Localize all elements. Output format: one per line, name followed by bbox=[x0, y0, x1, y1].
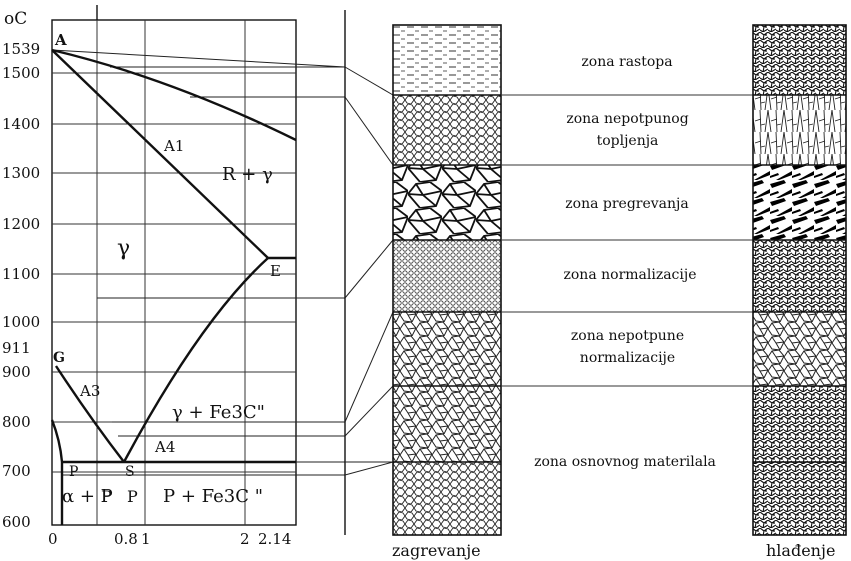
ferrite-line bbox=[50, 419, 64, 525]
zone-partial-melt-label: zona nepotpunog topljenja bbox=[566, 111, 689, 149]
y-tick-1200: 1200 bbox=[2, 215, 40, 233]
cool-zone-base-texture bbox=[753, 462, 846, 535]
diagram-grid bbox=[52, 20, 296, 525]
zone-partial-normalize-label: zona nepotpune normalizacije bbox=[570, 328, 685, 366]
x-tick-2: 2 bbox=[240, 530, 250, 548]
point-a-label: A bbox=[54, 31, 67, 49]
x-tick-0: 0 bbox=[48, 530, 58, 548]
y-tick-1300: 1300 bbox=[2, 164, 40, 182]
heat-zone-partial-melt-texture bbox=[393, 95, 501, 165]
liquid-gamma-label: R + γ bbox=[222, 164, 273, 185]
diagram-frame bbox=[51, 19, 297, 526]
phase-curves bbox=[50, 48, 297, 525]
a3-label: A3 bbox=[79, 382, 100, 400]
a3-line bbox=[54, 365, 125, 463]
point-p-label: P bbox=[69, 464, 78, 480]
point-g-label: G bbox=[53, 350, 65, 366]
zone-partial-melt-label-box: zona nepotpunog topljenja bbox=[566, 111, 689, 149]
y-tick-1000: 1000 bbox=[2, 313, 40, 331]
heat-zone-normalize-texture bbox=[393, 240, 501, 312]
y-tick-800: 800 bbox=[2, 413, 31, 431]
y-tick-700: 700 bbox=[2, 462, 31, 480]
cool-zone-overheat-texture bbox=[753, 165, 846, 240]
cool-zone-partial-normalize-texture bbox=[753, 312, 846, 386]
cooling-label: hlađenje bbox=[766, 541, 835, 560]
acm-line bbox=[122, 257, 269, 463]
x-axis-labels: 0 0.8 1 2 2.14 bbox=[48, 530, 291, 548]
heating-column: zagrevanje bbox=[392, 24, 502, 560]
zone-divider-lines bbox=[501, 94, 753, 387]
zone-base-label: zona osnovnog materilala bbox=[534, 454, 716, 470]
cool-zone-base-upper-texture bbox=[753, 386, 846, 462]
zone-connectors bbox=[344, 66, 394, 476]
y-tick-600: 600 bbox=[2, 513, 31, 531]
zone-level-lines bbox=[51, 49, 346, 476]
cool-zone-partial-melt-texture bbox=[753, 95, 846, 165]
zone-partial-normalize-label-box: zona nepotpune normalizacije bbox=[570, 328, 685, 366]
p-fe3c-label: P + Fe3C " bbox=[163, 486, 263, 507]
x-tick-2-14: 2.14 bbox=[258, 530, 291, 548]
heating-column-frame bbox=[392, 24, 502, 536]
zone-normalize-label: zona normalizacije bbox=[564, 267, 697, 283]
y-tick-900: 900 bbox=[2, 363, 31, 381]
phase-diagram bbox=[50, 5, 346, 535]
p-left-label: P bbox=[101, 487, 112, 506]
y-tick-1100: 1100 bbox=[2, 265, 40, 283]
zone-melt-label: zona rastopa bbox=[581, 54, 672, 70]
y-tick-1500: 1500 bbox=[2, 64, 40, 82]
x-tick-1: 1 bbox=[141, 530, 151, 548]
cooling-column: hlađenje bbox=[752, 24, 847, 560]
a1-label: A1 bbox=[163, 137, 184, 155]
y-tick-1539: 1539 bbox=[2, 40, 40, 58]
heat-zone-partial-normalize-texture bbox=[393, 312, 501, 386]
zone-labels: zona rastopa zona nepotpunog topljenja z… bbox=[534, 54, 716, 470]
a4-label: A4 bbox=[154, 438, 175, 456]
temp-unit-label: oC bbox=[4, 9, 27, 29]
heat-zone-overheat-texture bbox=[393, 165, 501, 240]
cool-zone-melt-texture bbox=[753, 25, 846, 95]
y-tick-911: 911 bbox=[2, 339, 31, 357]
x-tick-0-8: 0.8 bbox=[114, 530, 138, 548]
heat-zone-base-upper-texture bbox=[393, 386, 501, 462]
y-tick-1400: 1400 bbox=[2, 115, 40, 133]
p-right-label: P bbox=[127, 487, 138, 506]
alpha-p-label: α + P bbox=[62, 486, 113, 507]
y-axis-labels: oC 1539 1500 1400 1300 1200 1100 1000 91… bbox=[2, 9, 40, 531]
point-e-label: E bbox=[270, 262, 281, 280]
zone-overheat-label: zona pregrevanja bbox=[565, 196, 688, 212]
solidus-curve bbox=[51, 49, 269, 259]
heat-zone-melt-texture bbox=[393, 25, 501, 95]
phase-labels: A E G S P R + γ γ γ + Fe3C" α + P P P P … bbox=[53, 31, 281, 507]
gamma-fe3c-label: γ + Fe3C" bbox=[172, 402, 265, 423]
point-s-label: S bbox=[125, 464, 135, 480]
liquidus-curve bbox=[51, 48, 297, 142]
heat-zone-base-texture bbox=[393, 462, 501, 535]
heating-label: zagrevanje bbox=[392, 541, 481, 560]
cooling-column-frame bbox=[752, 24, 847, 536]
cool-zone-normalize-texture bbox=[753, 240, 846, 312]
gamma-label: γ bbox=[117, 236, 130, 261]
